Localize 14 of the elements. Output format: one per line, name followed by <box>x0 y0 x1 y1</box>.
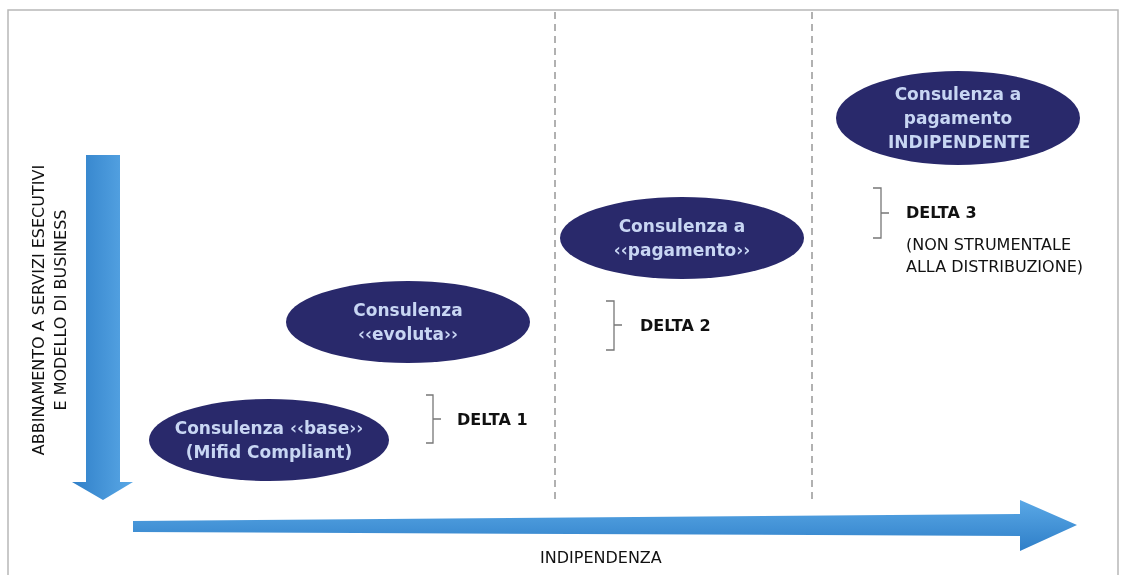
stage-label: Consulenza a ‹‹pagamento›› <box>612 215 752 262</box>
axis-label: INDIPENDENZA <box>540 548 662 567</box>
delta-label: DELTA 1 <box>457 410 528 429</box>
delta-label: DELTA 3 <box>906 203 977 222</box>
stage-ellipse <box>286 281 530 363</box>
stage-ellipse <box>149 399 389 481</box>
note-text: (NON STRUMENTALE ALLA DISTRIBUZIONE) <box>906 234 1084 278</box>
axis-label: ABBINAMENTO A SERVIZI ESECUTIVI E MODELLO DI BUSINESS <box>28 163 71 458</box>
stage-ellipse <box>836 71 1080 165</box>
delta-label: DELTA 2 <box>640 316 711 335</box>
stage-label: Consulenza ‹‹evoluta›› <box>352 299 464 346</box>
stage-label: Consulenza ‹‹base›› (Mifid Compliant) <box>173 417 365 464</box>
stage-label: Consulenza a pagamento INDIPENDENTE <box>888 83 1028 154</box>
stage-ellipse <box>560 197 804 279</box>
